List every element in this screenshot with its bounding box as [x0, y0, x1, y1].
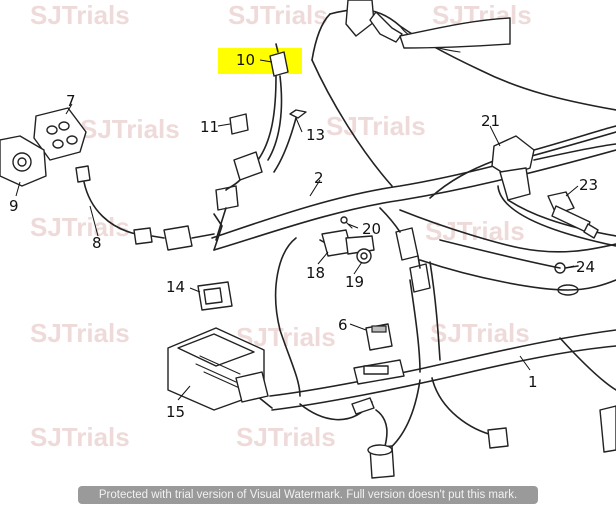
part-11-tag [229, 113, 249, 135]
branch-connectors [379, 207, 431, 293]
part-6-fuse [353, 323, 405, 385]
callout-23: 23 [579, 176, 598, 194]
callout-1: 1 [528, 373, 538, 391]
watermark-text: SJTrials [30, 212, 130, 242]
part-21-coil-cap [429, 125, 616, 247]
watermark-text: SJTrials [425, 216, 525, 246]
part-15-regulator [167, 327, 269, 411]
watermark-text: SJTrials [30, 318, 130, 348]
callout-15: 15 [166, 403, 185, 421]
watermark-text: SJTrials [80, 114, 180, 144]
leader-lines [15, 59, 579, 401]
watermark-layer: SJTrials SJTrials SJTrials SJTrials SJTr… [30, 0, 532, 452]
callout-20: 20 [362, 220, 381, 238]
harness-2-connectors [215, 151, 263, 241]
part-9-plate [0, 135, 47, 187]
watermark-text: SJTrials [30, 0, 130, 30]
part-18-19-20-switch [274, 216, 375, 397]
callout-6: 6 [338, 316, 348, 334]
callout-2: 2 [314, 169, 324, 187]
callout-8: 8 [92, 234, 102, 252]
callout-7: 7 [66, 92, 76, 110]
watermark-text: SJTrials [326, 111, 426, 141]
callout-labels: 1 2 6 7 8 9 10 11 13 14 15 18 19 20 21 2… [9, 51, 598, 421]
part-8-small-harness [75, 165, 215, 251]
top-connector-fragment [345, 0, 511, 49]
callout-11: 11 [200, 118, 219, 136]
callout-21: 21 [481, 112, 500, 130]
callout-14: 14 [166, 278, 185, 296]
watermark-text: SJTrials [236, 422, 336, 452]
main-loom-1 [239, 261, 616, 451]
callout-18: 18 [306, 264, 325, 282]
part-1-connectors [351, 397, 616, 479]
callout-24: 24 [576, 258, 595, 276]
part-10-highlight [218, 48, 302, 74]
watermark-text: SJTrials [30, 422, 130, 452]
callout-13: 13 [306, 126, 325, 144]
trial-watermark-banner: Protected with trial version of Visual W… [78, 486, 538, 504]
part-7-bracket [33, 107, 87, 161]
watermark-text: SJTrials [228, 0, 328, 30]
callout-10: 10 [236, 51, 255, 69]
part-13-cable-tie [273, 109, 307, 173]
part-23-spark-plug [547, 191, 599, 239]
part-24-screw [399, 209, 616, 296]
watermark-text: SJTrials [430, 318, 530, 348]
part-10-switch [218, 43, 302, 161]
callout-19: 19 [345, 273, 364, 291]
part-14-module [197, 281, 233, 311]
callout-9: 9 [9, 197, 19, 215]
